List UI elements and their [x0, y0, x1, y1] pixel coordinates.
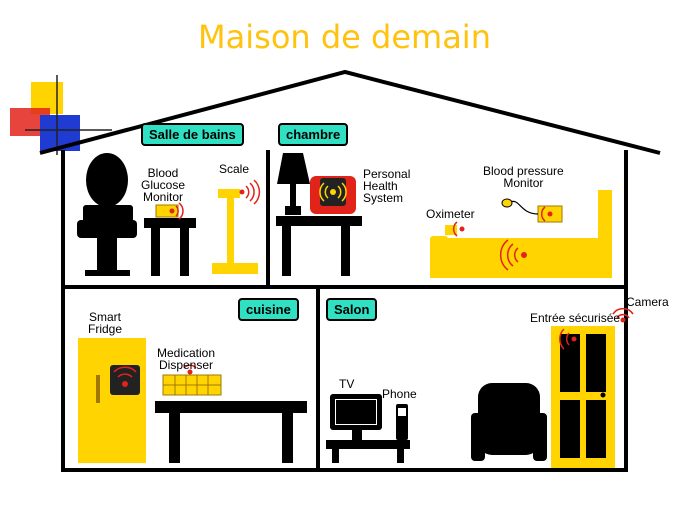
- lamp-icon: [277, 153, 310, 215]
- smart-fridge-icon: [78, 338, 146, 463]
- glucose-monitor-icon: [155, 202, 184, 220]
- smart-fridge-label: Smart Fridge: [88, 310, 123, 336]
- room-label-living: Salon: [326, 298, 378, 321]
- scale-label: Scale: [219, 162, 250, 176]
- camera-label: Camera: [626, 295, 669, 309]
- bathroom-table: [144, 218, 196, 276]
- camera-icon: [612, 307, 634, 323]
- room-label-bedroom: chambre: [278, 123, 349, 146]
- bed-signal-icon: [499, 239, 527, 271]
- blood-pressure-monitor-label: Blood pressure Monitor: [483, 164, 564, 190]
- scale-icon: [212, 179, 261, 274]
- oximeter-label: Oximeter: [426, 207, 475, 221]
- page-title: Maison de demain: [198, 18, 491, 56]
- room-label-kitchen: cuisine: [238, 298, 299, 321]
- decorative-logo-icon: [10, 75, 112, 155]
- tv-icon: [330, 394, 382, 430]
- room-label-bathroom: Salle de bains: [141, 123, 244, 146]
- phone-icon: [396, 404, 408, 440]
- medication-dispenser-label: Medication Dispenser: [157, 346, 216, 372]
- oximeter-icon: [445, 221, 465, 237]
- bed-icon: [430, 190, 612, 278]
- secure-entry-label: Entrée sécurisée: [530, 311, 621, 325]
- vanity-mirror: [77, 153, 137, 276]
- phone-label: Phone: [382, 387, 417, 401]
- secure-entry-door-icon: [551, 326, 615, 468]
- tv-label: TV: [339, 377, 355, 391]
- glucose-monitor-label: Blood Glucose Monitor: [141, 166, 186, 204]
- personal-health-system-label: Personal Health System: [363, 167, 411, 205]
- blood-pressure-monitor-icon: [501, 198, 563, 223]
- medication-dispenser-icon: [162, 364, 222, 396]
- kitchen-table: [155, 401, 307, 463]
- personal-health-system-icon: [310, 176, 356, 214]
- bedside-table: [276, 216, 362, 276]
- armchair-icon: [471, 383, 547, 461]
- tv-stand: [326, 430, 410, 463]
